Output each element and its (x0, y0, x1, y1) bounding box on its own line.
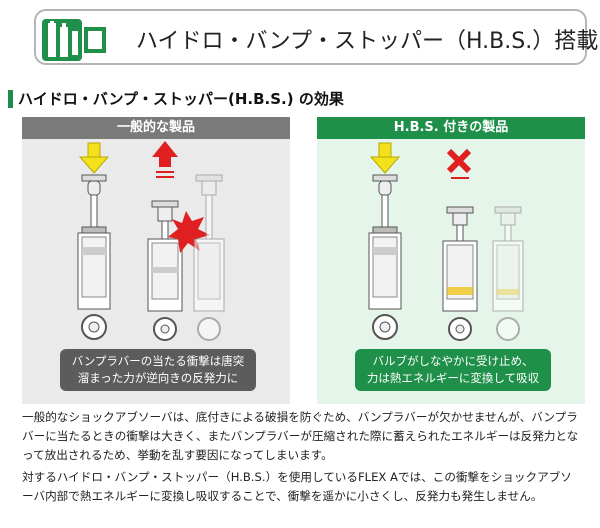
shock-absorber-3 (492, 206, 524, 341)
down-arrow-icon (78, 142, 110, 174)
hbs-shock-illustration (368, 142, 524, 341)
panel-title: 一般的な製品 (22, 117, 290, 139)
shock-absorber-2 (442, 206, 478, 341)
body-paragraph-2: 対するハイドロ・バンプ・ストッパー（H.B.S.）を使用しているFLEX Aでは… (22, 470, 572, 503)
panel-hbs-product: H.B.S. 付きの製品 (317, 117, 585, 404)
caption-line-2: 力は熱エネルギーに変換して吸収 (366, 371, 540, 385)
blocked-cross-icon (446, 148, 472, 179)
standard-shock-illustration (77, 141, 225, 341)
impact-burst-icon (168, 211, 210, 253)
panel-title: H.B.S. 付きの製品 (317, 117, 585, 139)
caption-box: バンプラバーの当たる衝撃は唐突 溜まった力が逆向きの反発力に (60, 349, 256, 391)
body-paragraph-1: 一般的なショックアブソーバは、底付きによる破損を防ぐため、バンプラバーが欠かせま… (22, 410, 579, 462)
panel-standard-product: 一般的な製品 (22, 117, 290, 404)
section-accent-bar (8, 90, 13, 108)
header-title: ハイドロ・バンプ・ストッパー（H.B.S.）搭載 (136, 29, 599, 54)
shock-absorber-1 (77, 174, 111, 340)
shock-absorber-1 (368, 174, 402, 340)
up-arrow-icon (152, 141, 178, 178)
header-box: ハイドロ・バンプ・ストッパー（H.B.S.）搭載 (34, 9, 598, 65)
caption-box: バルブがしなやかに受け止め、 力は熱エネルギーに変換して吸収 (355, 349, 551, 391)
shock-absorber-icon (42, 19, 106, 61)
caption-line-1: バンプラバーの当たる衝撃は唐突 (71, 354, 245, 368)
shock-absorber-2 (147, 200, 183, 341)
caption-line-2: 溜まった力が逆向きの反発力に (77, 371, 239, 385)
down-arrow-icon (369, 142, 401, 174)
section-title: ハイドロ・バンプ・ストッパー(H.B.S.) の効果 (18, 90, 344, 108)
shock-absorber-3 (193, 174, 225, 341)
caption-line-1: バルブがしなやかに受け止め、 (372, 354, 534, 368)
